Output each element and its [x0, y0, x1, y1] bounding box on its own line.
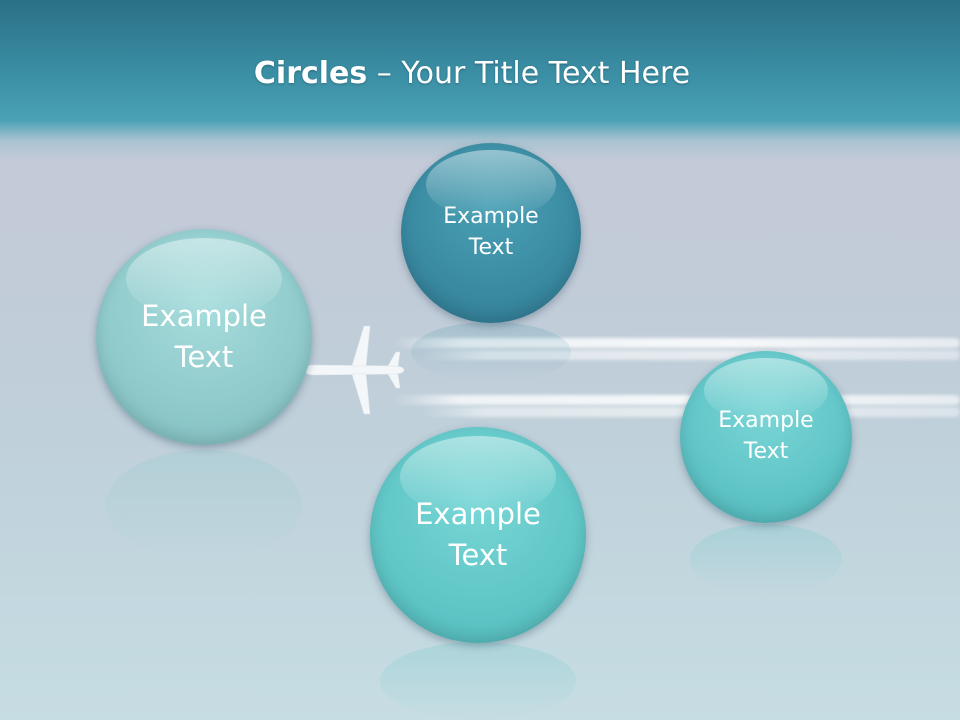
circle-bottom[interactable]: Example Text [370, 427, 586, 643]
contrail-upper-left [392, 338, 960, 348]
circle-left-reflection [106, 450, 302, 560]
circle-bottom-reflection [380, 642, 576, 720]
circle-top-line2: Text [468, 235, 514, 260]
circle-left-line1: Example [141, 299, 267, 334]
title-bold: Circles [253, 56, 368, 91]
title-band [0, 0, 960, 160]
slide-title: Circles – Your Title Text Here [0, 52, 944, 96]
circle-left-label: Example Text [118, 296, 291, 377]
circle-bottom-line2: Text [448, 538, 508, 572]
circle-left-line2: Text [174, 340, 234, 374]
title-rest: – Your Title Text Here [367, 56, 691, 91]
circle-right-reflection [690, 524, 842, 594]
circle-bottom-line1: Example [415, 497, 541, 532]
circle-top-line1: Example [443, 204, 539, 230]
contrail-upper-right [420, 350, 960, 360]
circle-right-label: Example Text [697, 406, 835, 468]
contrail-lower-left [392, 395, 960, 405]
circle-left[interactable]: Example Text [96, 229, 312, 445]
circle-top-label: Example Text [419, 202, 563, 264]
circle-right-line1: Example [718, 408, 814, 434]
circle-right[interactable]: Example Text [680, 351, 852, 523]
circle-bottom-label: Example Text [392, 494, 565, 575]
circle-top[interactable]: Example Text [401, 143, 581, 323]
airplane-icon [305, 325, 405, 415]
circle-right-line2: Text [743, 439, 789, 464]
